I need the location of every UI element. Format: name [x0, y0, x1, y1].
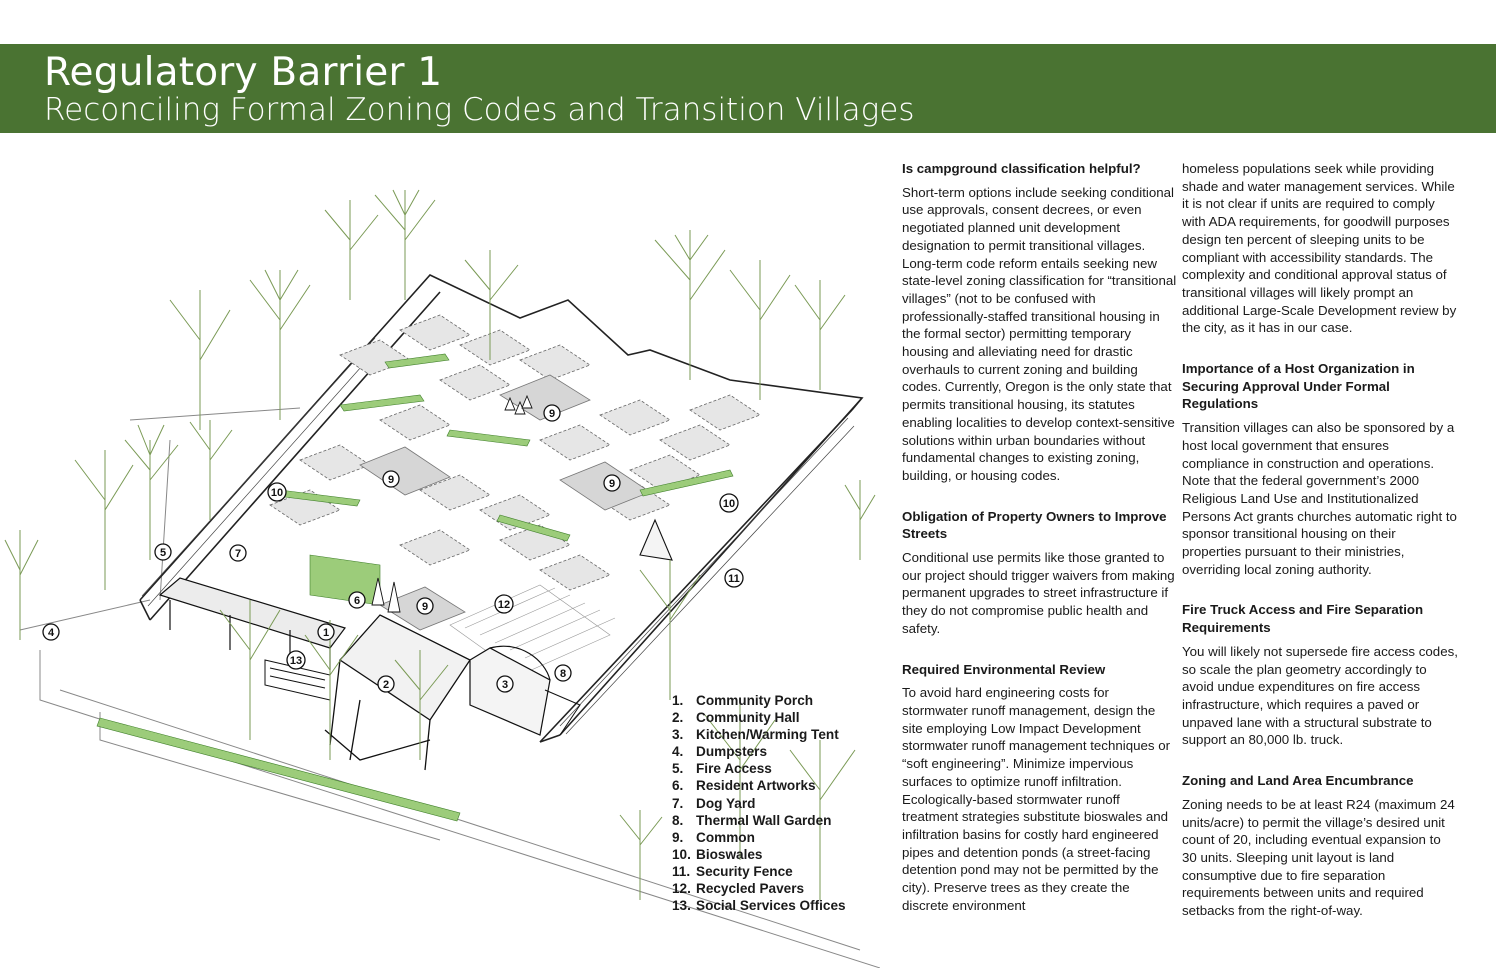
map-marker-10a: 10	[267, 482, 287, 502]
trees	[4, 189, 876, 900]
map-marker-12: 12	[494, 594, 514, 614]
site-plan-illustration: 1 2 3 4 5 6 7 8 9 9 9 9 10 10 11 12 13	[4, 189, 880, 968]
svg-text:10: 10	[271, 487, 283, 499]
section-body-campground: Short-term options include seeking condi…	[902, 184, 1177, 483]
svg-text:3: 3	[502, 679, 508, 691]
svg-text:6: 6	[354, 595, 360, 607]
svg-text:1: 1	[323, 627, 329, 639]
header-banner: Regulatory Barrier 1 Reconciling Formal …	[0, 44, 1496, 133]
svg-text:12: 12	[498, 599, 510, 611]
map-marker-7: 7	[229, 544, 247, 562]
resident-artworks	[371, 394, 533, 613]
legend-item: 8.Thermal Wall Garden	[672, 812, 832, 828]
community-porch	[158, 577, 346, 670]
section-body-streets: Conditional use permits like those grant…	[902, 550, 1175, 636]
sleeping-units	[269, 314, 761, 591]
fence-rails	[141, 337, 855, 735]
section-heading-host: Importance of a Host Organization in Sec…	[1182, 361, 1415, 412]
map-marker-5: 5	[154, 543, 172, 561]
map-marker-9c: 9	[603, 474, 621, 492]
legend-item: 10.Bioswales	[672, 846, 763, 862]
legend-item: 2.Community Hall	[672, 710, 800, 726]
section-heading-campground: Is campground classification helpful?	[902, 161, 1141, 176]
map-marker-10b: 10	[719, 493, 739, 513]
svg-text:7: 7	[235, 548, 241, 560]
map-marker-6: 6	[348, 591, 366, 609]
kitchen-tent	[469, 645, 551, 736]
section-body-zoning: Zoning needs to be at least R24 (maximum…	[1182, 796, 1455, 919]
svg-text:9: 9	[609, 478, 615, 490]
svg-text:11: 11	[728, 573, 740, 585]
thermal-wall-garden	[544, 689, 581, 736]
section-heading-environmental: Required Environmental Review	[902, 661, 1106, 677]
svg-text:8: 8	[560, 668, 566, 680]
map-marker-3: 3	[496, 675, 514, 693]
common-areas	[359, 374, 651, 631]
svg-text:9: 9	[388, 474, 394, 486]
map-marker-9b: 9	[382, 470, 400, 488]
map-marker-1: 1	[317, 623, 335, 641]
section-heading-streets: Obligation of Property Owners to Improve…	[902, 508, 1167, 542]
bioswales	[96, 353, 734, 822]
legend-item: 7.Dog Yard	[672, 795, 756, 811]
security-fence	[139, 274, 864, 743]
legend-item: 1.Community Porch	[672, 693, 814, 708]
section-body-environmental: To avoid hard engineering costs for stor…	[902, 685, 1171, 913]
svg-text:10: 10	[723, 498, 735, 510]
map-marker-8: 8	[554, 664, 572, 682]
map-marker-9d: 9	[416, 597, 434, 615]
svg-text:9: 9	[422, 601, 428, 613]
svg-text:4: 4	[48, 627, 55, 639]
text-column-left: Is campground classification helpful? Sh…	[902, 160, 1178, 937]
legend-item: 9.Common	[672, 829, 755, 845]
section-body-environmental-cont: homeless populations seek while providin…	[1182, 161, 1457, 336]
legend-item: 12.Recycled Pavers	[672, 881, 805, 897]
text-column-right: homeless populations seek while providin…	[1182, 160, 1458, 943]
legend-item: 4.Dumpsters	[672, 744, 768, 760]
community-hall	[324, 614, 471, 771]
map-marker-13: 13	[286, 650, 306, 670]
map-marker-2: 2	[377, 675, 395, 693]
svg-text:9: 9	[549, 408, 555, 420]
map-marker-4: 4	[42, 623, 60, 641]
street-lines	[19, 407, 880, 968]
a-frame-unit	[639, 518, 673, 561]
legend-item: 6.Resident Artworks	[672, 778, 816, 794]
map-marker-9a: 9	[543, 404, 561, 422]
legend-item: 13.Social Services Offices	[672, 898, 846, 914]
page-subtitle: Reconciling Formal Zoning Codes and Tran…	[44, 92, 915, 128]
map-marker-11: 11	[724, 568, 744, 588]
section-body-host: Transition villages can also be sponsore…	[1182, 420, 1457, 577]
svg-text:5: 5	[160, 547, 166, 559]
legend: 1.Community Porch 2.Community Hall 3.Kit…	[672, 692, 846, 914]
legend-item: 11.Security Fence	[672, 863, 793, 879]
section-heading-fire: Fire Truck Access and Fire Separation Re…	[1182, 602, 1424, 636]
svg-text:13: 13	[290, 655, 302, 667]
page-title: Regulatory Barrier 1	[44, 50, 443, 95]
section-body-fire: You will likely not supersede fire acces…	[1182, 643, 1458, 748]
svg-text:2: 2	[383, 679, 389, 691]
legend-item: 5.Fire Access	[672, 761, 772, 777]
map-markers: 1 2 3 4 5 6 7 8 9 9 9 9 10 10 11 12 13	[42, 404, 744, 693]
legend-item: 3.Kitchen/Warming Tent	[672, 727, 839, 743]
section-heading-zoning: Zoning and Land Area Encumbrance	[1182, 773, 1414, 789]
